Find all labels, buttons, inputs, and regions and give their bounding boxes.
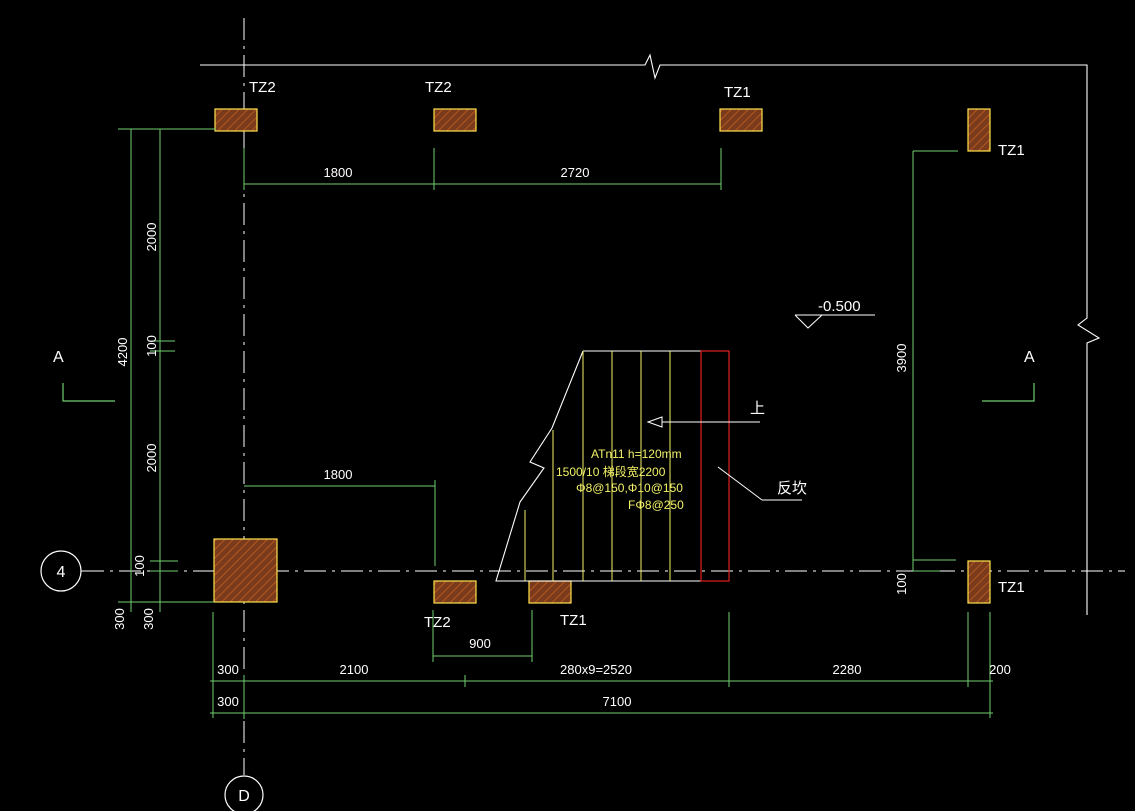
tag-bottom-mid2: TZ1	[560, 612, 587, 629]
dim-left-2000-upper: 2000	[144, 223, 159, 252]
columns	[213, 108, 991, 604]
tag-bottom-mid: TZ2	[424, 614, 451, 631]
stair-spec-4: FΦ8@250	[628, 498, 684, 512]
dim-top-1800: 1800	[324, 165, 353, 180]
dim-bottom-300-b: 300	[217, 694, 239, 709]
tag-top-right: TZ1	[724, 84, 751, 101]
dim-bottom-900: 900	[469, 636, 491, 651]
stair-spec-1: ATn11 h=120mm	[591, 447, 682, 461]
section-mark-left[interactable]: A	[53, 349, 115, 402]
section-mark-right[interactable]: A	[982, 349, 1035, 402]
stair-spec-3: Φ8@150,Φ10@150	[576, 481, 683, 495]
dim-right-3900: 3900	[894, 344, 909, 373]
elevation-text: -0.500	[818, 298, 861, 315]
column-tz2-top-mid[interactable]	[433, 108, 477, 132]
tag-far-right-top: TZ1	[998, 142, 1025, 159]
outer-wall	[200, 53, 1101, 615]
dim-mid-1800: 1800	[324, 467, 353, 482]
dimension-labels: 1800 2720 1800 2000 100 2000 100 4200 30…	[112, 165, 1011, 709]
column-tz2-bottom[interactable]	[433, 580, 477, 604]
curb-note: 反坎	[717, 466, 807, 501]
dim-bottom-stairs: 280x9=2520	[560, 662, 632, 677]
tag-top-left: TZ2	[249, 79, 276, 96]
column-tz1-bottom[interactable]	[528, 580, 572, 604]
section-label-left: A	[53, 349, 64, 366]
dim-right-100: 100	[894, 573, 909, 595]
axis-label-4: 4	[57, 564, 66, 581]
column-tz2-top-left[interactable]	[214, 108, 258, 132]
dim-left-100-bottom: 100	[132, 555, 147, 577]
dim-bottom-2280: 2280	[833, 662, 862, 677]
dim-bottom-2100: 2100	[340, 662, 369, 677]
dim-top-2720: 2720	[561, 165, 590, 180]
column-tz1-far-right-top[interactable]	[967, 108, 991, 152]
dim-left-100-mid: 100	[144, 335, 159, 357]
stair-spec-2: 1500/10 梯段宽2200	[556, 464, 666, 479]
dim-left-300-b: 300	[141, 608, 156, 630]
column-tz1-top-right[interactable]	[719, 108, 763, 132]
elevation-mark: -0.500	[794, 298, 875, 329]
column-main[interactable]	[213, 538, 278, 603]
axis-bubble-D[interactable]: D	[224, 775, 264, 811]
up-arrow-label: 上	[750, 400, 765, 417]
section-label-right: A	[1024, 349, 1035, 366]
curb-note-text: 反坎	[777, 480, 807, 497]
tag-top-mid: TZ2	[425, 79, 452, 96]
dim-bottom-200: 200	[989, 662, 1011, 677]
dim-left-300-a: 300	[112, 608, 127, 630]
axis-bubble-4[interactable]: 4	[40, 550, 96, 592]
tag-far-right-bottom: TZ1	[998, 579, 1025, 596]
dim-left-2000-lower: 2000	[144, 444, 159, 473]
axis-lines	[82, 18, 1125, 775]
axis-label-D: D	[238, 788, 250, 805]
stair-curb-edge	[700, 350, 730, 582]
dim-bottom-300-a: 300	[217, 662, 239, 677]
dimension-lines	[118, 128, 993, 719]
stair-flight: 上 反坎 ATn11 h=120mm 1500/10 梯段宽2200 Φ8@15…	[495, 350, 807, 582]
column-tz1-far-right-bottom[interactable]	[967, 560, 991, 604]
dim-bottom-7100: 7100	[603, 694, 632, 709]
up-arrow: 上	[646, 400, 765, 428]
column-tags: TZ2 TZ2 TZ1 TZ1 TZ2 TZ1 TZ1	[249, 79, 1025, 631]
dim-left-4200: 4200	[115, 338, 130, 367]
